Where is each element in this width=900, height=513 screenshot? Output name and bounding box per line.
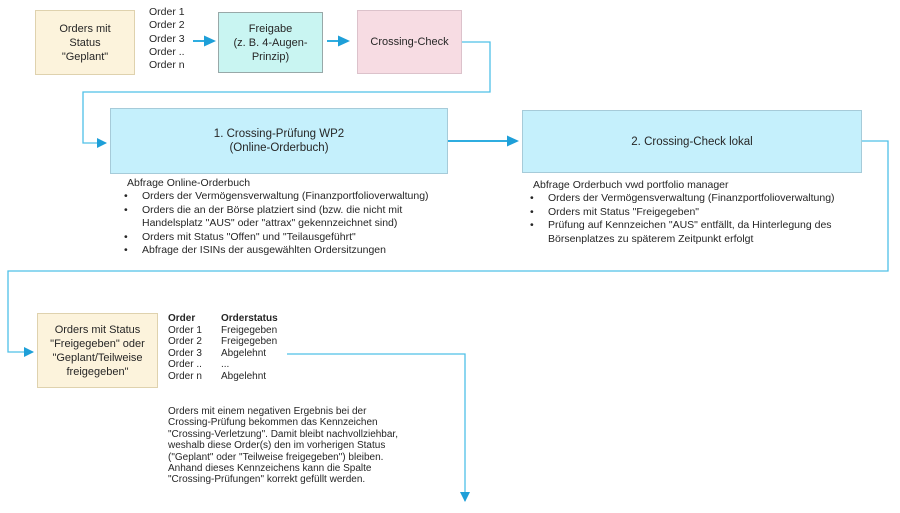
bullet-item: Orders der Vermögensverwaltung (Finanzpo… [527, 192, 887, 206]
bullet-item: Orders der Vermögensverwaltung (Finanzpo… [121, 190, 476, 204]
stage2-bullet-list: Orders der Vermögensverwaltung (Finanzpo… [527, 192, 887, 246]
table-cell: Abgelehnt [221, 347, 267, 359]
order-status-table: Order Orderstatus Order 1 Freigegeben Or… [168, 313, 278, 383]
node-stage1-crossing-pruefung-wp2: 1. Crossing-Prüfung WP2 (Online-Orderbuc… [110, 108, 448, 174]
table-cell: Freigegeben [221, 336, 278, 348]
bullet-item: Orders mit Status "Freigegeben" [527, 206, 887, 220]
stage1-bullet-list: Orders der Vermögensverwaltung (Finanzpo… [121, 190, 476, 257]
crossing-violation-note: Orders mit einem negativen Ergebnis bei … [168, 406, 398, 486]
table-cell: Order 1 [168, 324, 202, 336]
table-cell: ... [221, 359, 230, 371]
bullet-item: Orders die an der Börse platziert sind (… [121, 204, 476, 231]
node-freigabe: Freigabe (z. B. 4-Augen- Prinzip) [218, 12, 323, 73]
node-crossing-check: Crossing-Check [357, 10, 462, 74]
table-cell: Order .. [168, 359, 202, 371]
node-orders-geplant: Orders mit Status "Geplant" [35, 10, 135, 75]
stage1-details: Abfrage Online-Orderbuch Orders der Verm… [121, 177, 476, 258]
bullet-item: Abfrage der ISINs der ausgewählten Order… [121, 244, 476, 258]
table-cell: Order n [168, 370, 202, 382]
node-result-status: Orders mit Status "Freigegeben" oder "Ge… [37, 313, 158, 388]
stage2-details: Abfrage Orderbuch vwd portfolio manager … [527, 179, 887, 246]
table-header-order: Order [168, 313, 196, 324]
table-cell: Order 3 [168, 347, 202, 359]
order-list: Order 1 Order 2 Order 3 Order .. Order n [149, 6, 185, 72]
bullet-item: Orders mit Status "Offen" und "Teilausge… [121, 231, 476, 245]
stage2-detail-heading: Abfrage Orderbuch vwd portfolio manager [533, 179, 729, 191]
table-cell: Abgelehnt [221, 370, 267, 382]
stage1-detail-heading: Abfrage Online-Orderbuch [127, 177, 251, 189]
table-cell: Freigegeben [221, 324, 278, 336]
table-header-orderstatus: Orderstatus [221, 313, 278, 324]
table-cell: Order 2 [168, 336, 202, 348]
bullet-item: Prüfung auf Kennzeichen "AUS" entfällt, … [527, 219, 887, 246]
node-stage2-crossing-check-lokal: 2. Crossing-Check lokal [522, 110, 862, 173]
